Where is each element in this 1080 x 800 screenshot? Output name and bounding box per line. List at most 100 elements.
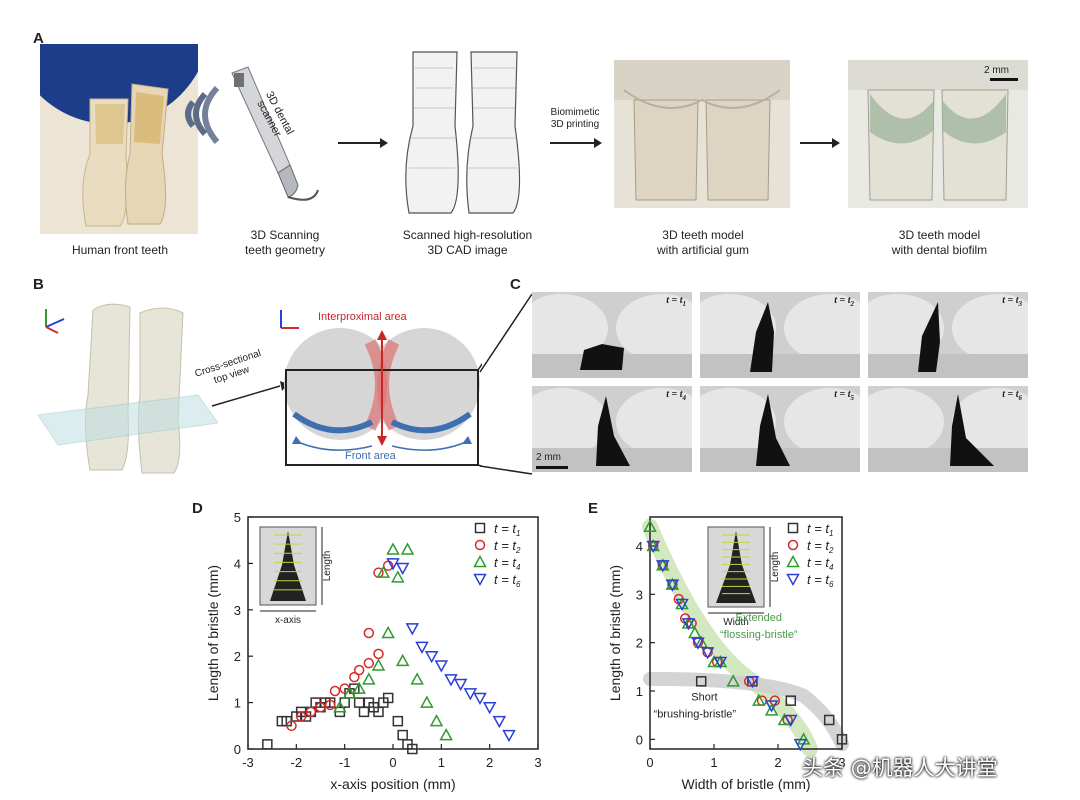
zoom-lines xyxy=(479,293,533,475)
frame-time-label: t = t2 xyxy=(834,295,854,308)
data-point xyxy=(415,641,429,654)
y-axis-label: Length of bristle (mm) xyxy=(205,565,221,701)
legend-label: t = t6 xyxy=(807,572,834,589)
x-tick-label: 0 xyxy=(389,755,396,770)
x-axis-label: Width of bristle (mm) xyxy=(681,776,810,792)
biomimetic-l1: Biomimetic xyxy=(550,107,600,118)
data-point xyxy=(439,728,453,741)
frame-time-label: t = t3 xyxy=(1002,295,1022,308)
biofilm-frame: t = t6 xyxy=(868,386,1028,472)
frame-time-text: t = t xyxy=(666,295,683,306)
caption-cad-l2: 3D CAD image xyxy=(427,243,508,257)
biofilm-frame: t = t4 xyxy=(532,386,692,472)
frame-time-label: t = t6 xyxy=(1002,389,1022,402)
arrow-icon xyxy=(800,138,840,148)
data-point xyxy=(764,700,779,713)
data-point xyxy=(473,692,487,706)
data-point xyxy=(362,672,376,685)
data-point xyxy=(315,701,326,713)
biofilm-frame-image xyxy=(868,388,1028,472)
data-point xyxy=(352,681,366,694)
data-point xyxy=(376,565,391,578)
frame-time-label: t = t4 xyxy=(666,389,686,402)
data-point xyxy=(434,660,449,673)
teeth-model-gum-photo xyxy=(614,60,790,208)
biofilm-frame-image xyxy=(700,388,860,472)
arrow-icon xyxy=(338,138,388,148)
data-point xyxy=(305,706,317,718)
data-point xyxy=(656,560,670,573)
data-point xyxy=(429,714,444,727)
data-point xyxy=(473,554,487,568)
data-point xyxy=(382,692,394,704)
y-tick-label: 2 xyxy=(636,636,643,651)
data-point xyxy=(358,706,370,718)
cad-teeth-image xyxy=(405,51,521,214)
inset-image xyxy=(259,526,317,606)
inset-y-label: Length xyxy=(322,551,333,582)
legend-label: t = t4 xyxy=(494,555,521,572)
legend-label: t = t1 xyxy=(807,521,834,538)
data-point xyxy=(474,522,486,534)
axes-icon xyxy=(45,309,65,334)
y-tick-label: 5 xyxy=(234,510,241,525)
inset-x-label: x-axis xyxy=(275,615,301,626)
axes-icon xyxy=(280,310,299,329)
data-point xyxy=(691,637,705,650)
x-tick-label: 2 xyxy=(486,755,493,770)
data-point xyxy=(397,729,408,741)
x-tick-label: 1 xyxy=(438,755,445,770)
x-tick-label: -2 xyxy=(291,755,303,770)
data-point xyxy=(392,715,404,727)
data-point xyxy=(745,676,760,689)
series-square xyxy=(695,676,848,745)
x-tick-label: 1 xyxy=(710,755,717,770)
scale-bar-label-c: 2 mm xyxy=(536,452,561,463)
data-point xyxy=(371,658,386,671)
data-point xyxy=(295,711,307,722)
scale-bar-label-a: 2 mm xyxy=(984,65,1009,76)
data-point xyxy=(787,522,799,534)
plot-frame xyxy=(649,516,843,750)
x-tick-label: 3 xyxy=(534,755,541,770)
caption-3d-scanning: 3D Scanning teeth geometry xyxy=(230,228,340,258)
data-point xyxy=(262,739,273,750)
data-point xyxy=(353,697,365,708)
panel-label-e: E xyxy=(588,500,599,517)
data-point xyxy=(695,676,707,687)
biofilm-frame-image xyxy=(700,294,860,378)
series-triangle-down xyxy=(386,558,516,743)
arrow-icon xyxy=(211,381,288,407)
data-point xyxy=(324,699,336,711)
legend-label: t = t4 xyxy=(807,555,834,572)
data-point xyxy=(386,558,400,571)
data-point xyxy=(395,653,410,667)
data-point xyxy=(410,672,424,685)
biofilm-frame: t = t1 xyxy=(532,292,692,378)
legend-label: t = t1 xyxy=(494,521,521,538)
data-point xyxy=(405,623,420,636)
inset-y-label: Length xyxy=(770,552,781,583)
caption-model-gum: 3D teeth model with artificial gum xyxy=(618,228,788,258)
frame-time-label: t = t1 xyxy=(666,295,686,308)
frame-time-sub: 4 xyxy=(682,394,687,402)
frame-time-sub: 3 xyxy=(1018,300,1023,308)
data-point xyxy=(424,650,439,664)
brushing-bristle-label: “brushing-bristle” xyxy=(654,709,737,721)
panel-label-b: B xyxy=(33,276,44,293)
scanner-wave-icon xyxy=(185,85,220,144)
y-tick-label: 4 xyxy=(234,556,241,571)
series-triangle-down xyxy=(646,540,808,752)
dental-scanner-icon xyxy=(231,66,319,201)
frame-time-text: t = t xyxy=(666,389,683,400)
data-point xyxy=(474,539,486,551)
caption-model-gum-l1: 3D teeth model xyxy=(662,228,744,242)
data-point xyxy=(349,671,360,683)
inset-image xyxy=(707,526,765,608)
data-point xyxy=(665,579,680,592)
caption-model-gum-l2: with artificial gum xyxy=(656,243,750,257)
caption-cad: Scanned high-resolution 3D CAD image xyxy=(380,228,555,258)
data-point xyxy=(444,674,458,687)
data-point xyxy=(823,714,835,726)
x-tick-label: 3 xyxy=(838,755,845,770)
